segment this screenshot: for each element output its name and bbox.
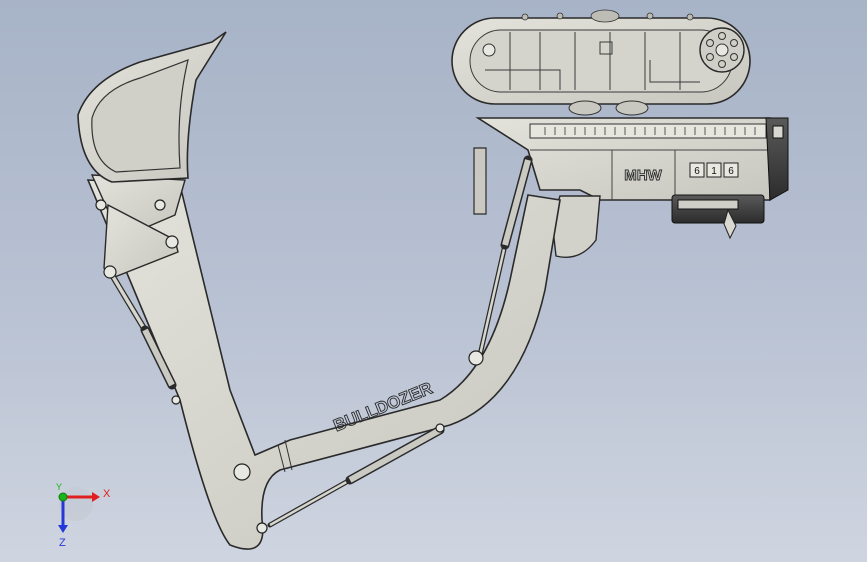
triad-z-label: Z bbox=[59, 537, 66, 549]
boom-cylinder[interactable] bbox=[477, 155, 533, 358]
track-assembly[interactable] bbox=[451, 9, 751, 116]
bucket-cylinder[interactable] bbox=[109, 272, 177, 390]
digit-counter: 6 1 6 bbox=[689, 162, 739, 178]
counter-digit-2: 1 bbox=[711, 166, 717, 177]
bucket[interactable] bbox=[77, 31, 227, 183]
triad-y-label: Y bbox=[56, 482, 62, 492]
body-marking: WHM bbox=[624, 167, 662, 184]
stick-arm[interactable] bbox=[90, 174, 186, 279]
triad-x-label: X bbox=[103, 488, 111, 500]
upper-body[interactable]: WHM 6 1 6 bbox=[473, 117, 789, 258]
stick-cylinder[interactable] bbox=[267, 425, 445, 528]
counter-digit-3: 6 bbox=[728, 166, 734, 177]
drive-sprocket bbox=[699, 27, 745, 73]
counter-digit-1: 6 bbox=[694, 166, 700, 177]
pivot-pins bbox=[95, 199, 484, 534]
axis-triad: X Y Z bbox=[56, 482, 111, 549]
